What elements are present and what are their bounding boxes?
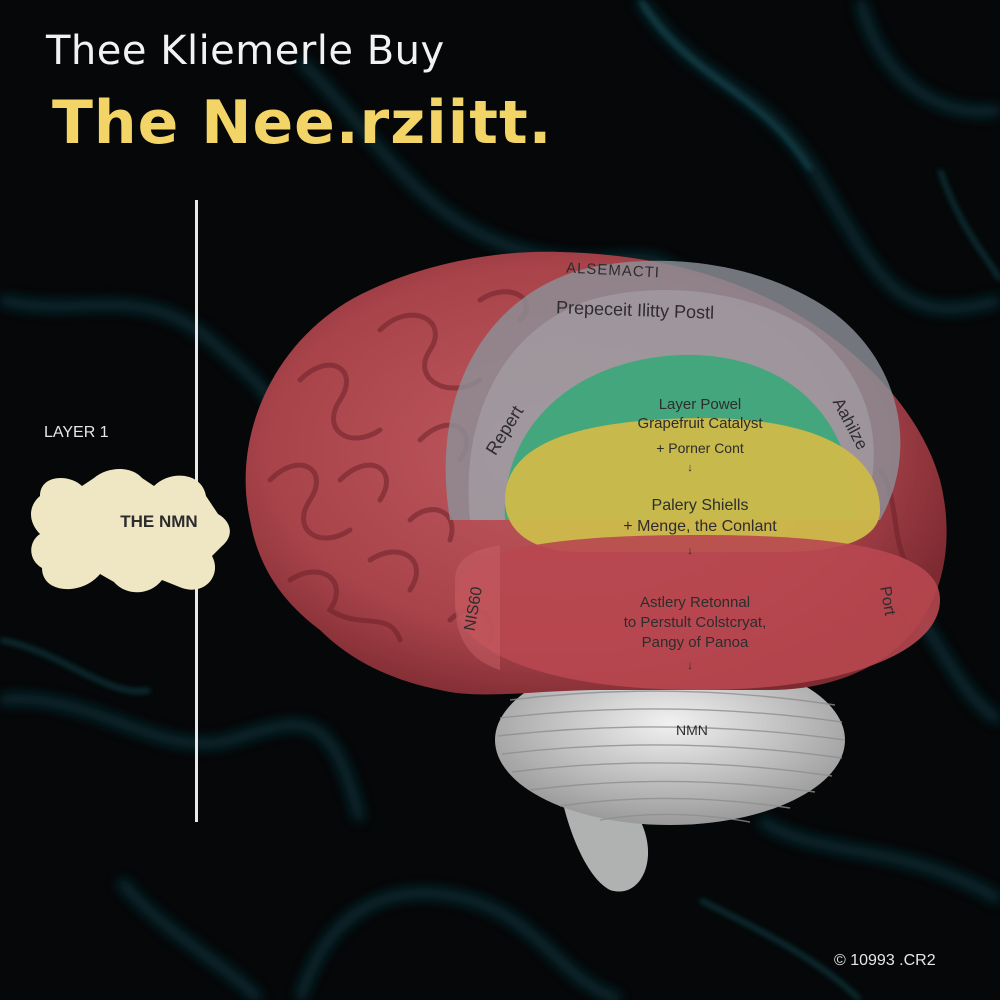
red-arrow: ↓ <box>687 660 693 672</box>
green-arrow: ↓ <box>687 462 693 474</box>
nmn-tag-label: THE NMN <box>120 512 198 531</box>
green-line-1: Layer Powel <box>658 396 742 413</box>
green-line-3: + Porner Cont <box>656 440 744 456</box>
nmn-tag-shape <box>31 469 230 593</box>
page-title: The Nee.rziitt. <box>52 88 553 158</box>
yellow-arrow: ↓ <box>687 545 693 557</box>
copyright-text: © 10993 .CR2 <box>834 952 936 969</box>
cerebellum-label: NMN <box>676 722 708 738</box>
yellow-layer <box>505 418 880 552</box>
page-subtitle: Thee Kliemerle Buy <box>46 28 445 74</box>
layer-label: LAYER 1 <box>44 424 109 441</box>
yellow-line-2: + Menge, the Conlant <box>623 518 777 535</box>
red-line-3: Pangy of Panoa <box>641 634 749 651</box>
red-line-1: Astlery Retonnal <box>639 594 751 611</box>
yellow-line-1: Palery Shiells <box>651 497 749 514</box>
red-layer <box>455 535 940 690</box>
green-line-2: Grapefruit Catalyst <box>637 415 763 432</box>
red-line-2: to Perstult Colstcryat, <box>623 614 767 631</box>
cerebellum <box>495 655 846 892</box>
